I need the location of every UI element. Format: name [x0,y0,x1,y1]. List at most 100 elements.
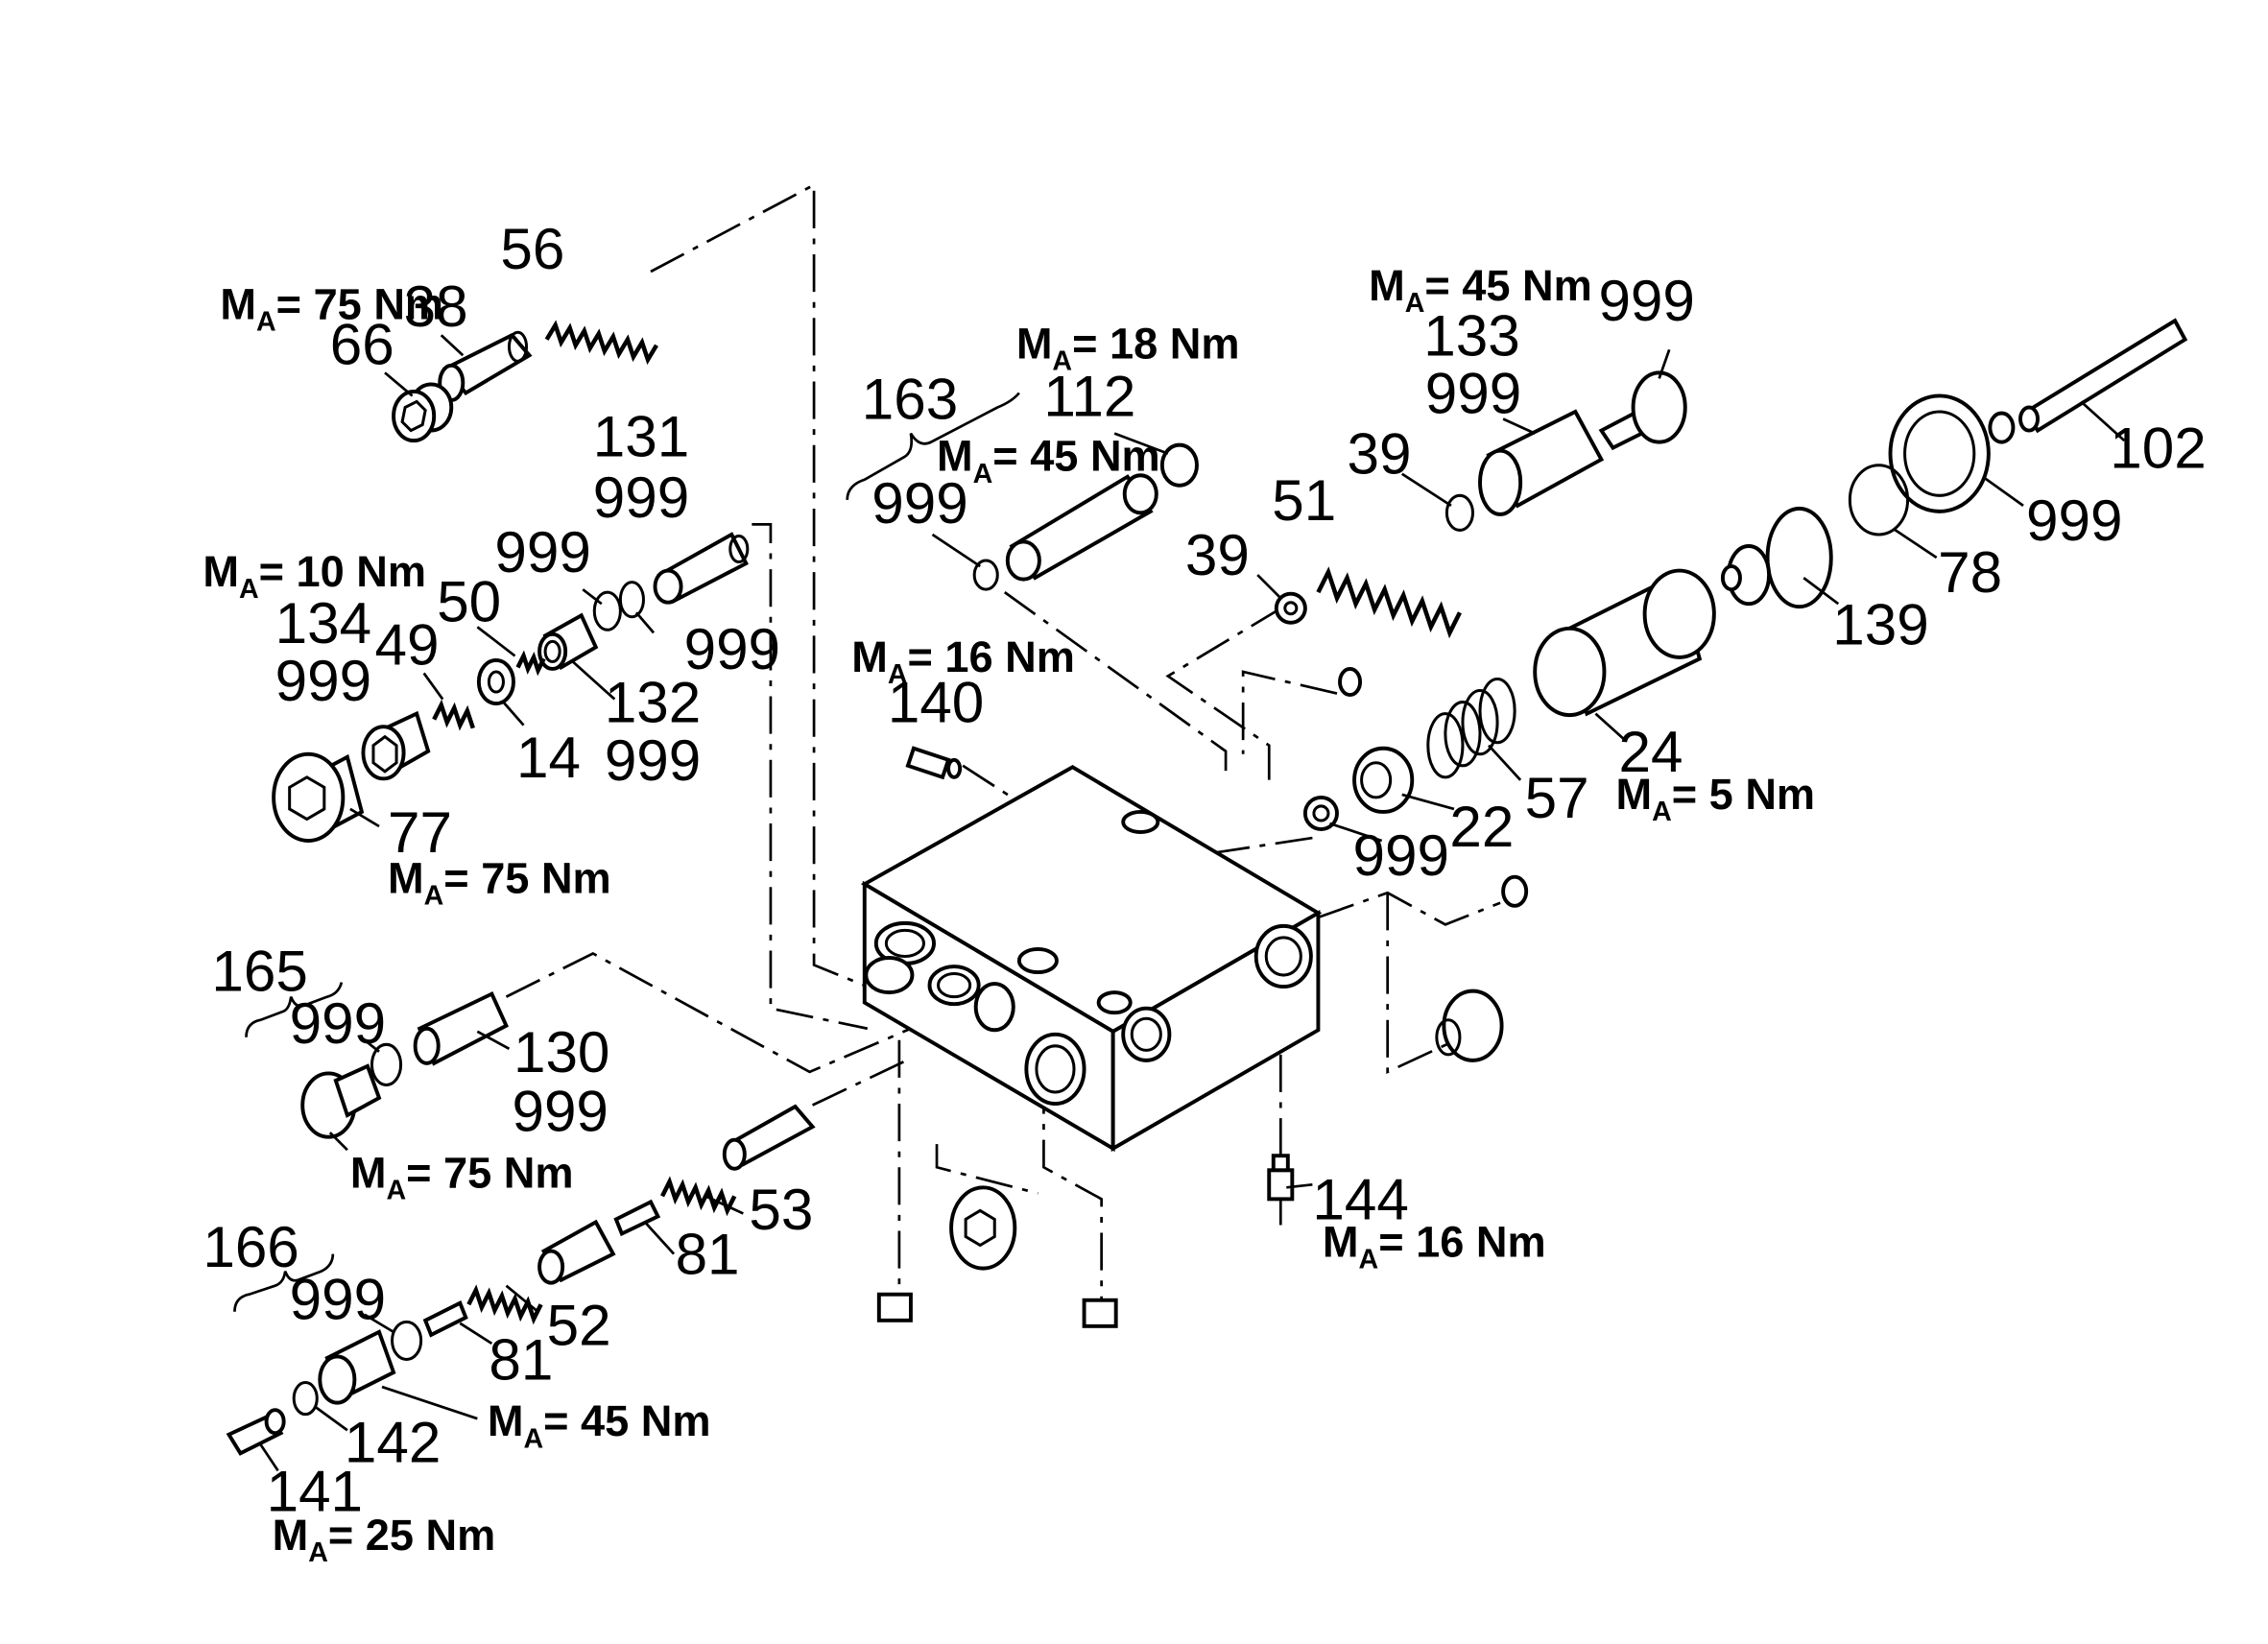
o-ring-group-999 [292,493,1474,1417]
label-999-102: 999 [2026,488,2122,553]
torque-144: MA= 16 Nm [1323,1218,1546,1275]
label-130: 130 [513,1019,609,1084]
label-78: 78 [1938,539,2002,605]
plug-165 [300,1063,382,1139]
spring-57 [1426,677,1516,779]
housing-133 [1478,370,1687,516]
sleeve-132 [537,612,599,671]
torque-165: MA= 75 Nm [350,1148,574,1205]
washer-999-block [1302,795,1339,831]
label-140: 140 [888,670,984,735]
plug-66 [392,382,454,443]
label-49: 49 [374,611,439,677]
label-51: 51 [1272,467,1336,533]
label-77: 77 [388,799,452,865]
label-22: 22 [1449,794,1514,859]
label-134: 134 [275,590,371,655]
label-165: 165 [211,939,307,1004]
threaded-plug-bottom [949,1185,1017,1271]
ring-78 [1848,464,1910,536]
label-24: 24 [1619,719,1683,784]
label-999-b: 999 [684,616,780,681]
cup-22 [1352,746,1415,814]
washer-39 [1274,591,1307,625]
label-39-a: 39 [1348,421,1412,487]
spring-56 [544,320,658,366]
label-999-165: 999 [290,990,386,1056]
sleeve-163 [1005,442,1199,582]
torque-112: MA= 18 Nm [1016,319,1240,376]
label-102: 102 [2110,416,2206,481]
plug-134 [361,710,431,781]
label-131: 131 [593,404,689,469]
label-999-133: 999 [1425,361,1521,426]
part-number-labels: 56 38 66 131 999 134 999 49 50 999 999 1… [203,216,2206,1524]
label-133: 133 [1423,302,1519,368]
center-lines [505,182,1501,1308]
torque-24: MA= 5 Nm [1616,770,1816,827]
spring-49 [432,699,475,731]
set-screws [876,666,1529,1328]
threaded-plug-right [1435,989,1504,1062]
label-132: 132 [605,670,701,735]
sensor-140 [905,746,963,780]
label-144: 144 [1312,1166,1408,1231]
torque-labels: MA= 75 Nm MA= 10 Nm MA= 75 Nm MA= 18 Nm … [203,261,1815,1568]
nut-166 [318,1329,396,1405]
plug-77 [272,751,365,844]
torque-77: MA= 75 Nm [388,853,611,911]
label-999-134: 999 [275,648,371,713]
label-999-a: 999 [494,519,590,584]
stem-102 [2018,318,2188,434]
sleeve-38 [438,330,533,402]
torque-134: MA= 10 Nm [203,547,426,605]
label-14: 14 [516,725,581,790]
spring-51 [1316,566,1462,639]
label-52: 52 [547,1292,611,1357]
sensor-141 [226,1408,286,1456]
sensor-144 [1267,1154,1295,1226]
torque-141: MA= 25 Nm [273,1511,496,1568]
label-142: 142 [345,1409,441,1474]
cap-999 [1888,393,2016,513]
torque-140: MA= 16 Nm [851,632,1075,690]
cylinder-24 [1533,568,1716,718]
label-166: 166 [203,1214,298,1279]
label-38: 38 [404,274,468,339]
torque-142: MA= 45 Nm [488,1396,711,1454]
label-50: 50 [437,568,501,633]
piston-53 [722,1104,816,1171]
piston-52 [537,1219,616,1285]
label-81-b: 81 [489,1327,553,1393]
label-163: 163 [862,367,958,432]
label-57: 57 [1525,765,1589,830]
torque-133: MA= 45 Nm [1369,261,1592,319]
label-999-132: 999 [605,727,701,793]
torque-163: MA= 45 Nm [937,432,1160,489]
label-999-166: 999 [290,1266,386,1331]
pin-81 [422,1199,661,1338]
label-112: 112 [1043,364,1135,429]
braces [233,392,1020,1312]
label-56: 56 [500,216,564,281]
label-999-131: 999 [593,465,689,530]
clip-14 [476,657,515,706]
label-53: 53 [749,1177,813,1242]
valve-131 [653,532,750,605]
label-39-b: 39 [1185,522,1250,587]
valve-130 [413,990,510,1066]
label-139: 139 [1832,591,1928,656]
label-999-163: 999 [871,470,967,536]
spring-50 [515,650,546,677]
label-81-a: 81 [676,1222,740,1287]
valve-block [860,765,1323,1153]
label-999-130: 999 [512,1079,608,1144]
label-141: 141 [267,1459,363,1524]
label-66: 66 [330,311,394,376]
torque-38: MA= 75 Nm [220,280,443,338]
spring-53 [660,1176,737,1217]
spring-assembly-139 [1720,506,1833,609]
label-999-22: 999 [1353,822,1449,888]
leader-lines [259,334,2126,1472]
